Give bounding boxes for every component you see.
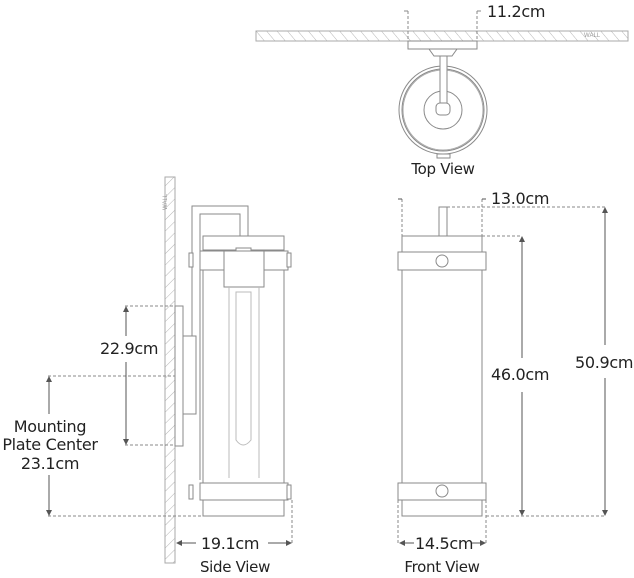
front-width-dimension: 14.5cm — [415, 534, 474, 553]
top-view-width-dimension: 11.2cm — [487, 2, 546, 21]
top-wall-label: WALL — [584, 33, 601, 39]
side-plate-height-dimension: 22.9cm — [100, 339, 159, 358]
side-wall-label: WALL — [163, 193, 169, 210]
top-view-drawing — [255, 10, 629, 159]
front-view-drawing — [397, 198, 608, 546]
front-top-width-dimension: 13.0cm — [491, 189, 550, 208]
front-overall-height-dimension: 50.9cm — [575, 353, 634, 372]
top-wall — [255, 30, 629, 42]
mounting-plate-center-label-line1: Mounting — [13, 417, 87, 436]
top-view-label: Top View — [411, 160, 475, 178]
front-body-height-dimension: 46.0cm — [491, 365, 550, 384]
side-wall — [164, 176, 176, 564]
side-view-label: Side View — [199, 558, 271, 576]
side-view-drawing — [46, 176, 293, 564]
front-view-label: Front View — [404, 558, 480, 576]
mounting-plate-center-dimension: 23.1cm — [20, 454, 80, 473]
mounting-plate-center-label-line2: Plate Center — [2, 435, 98, 454]
side-depth-dimension: 19.1cm — [201, 534, 260, 553]
